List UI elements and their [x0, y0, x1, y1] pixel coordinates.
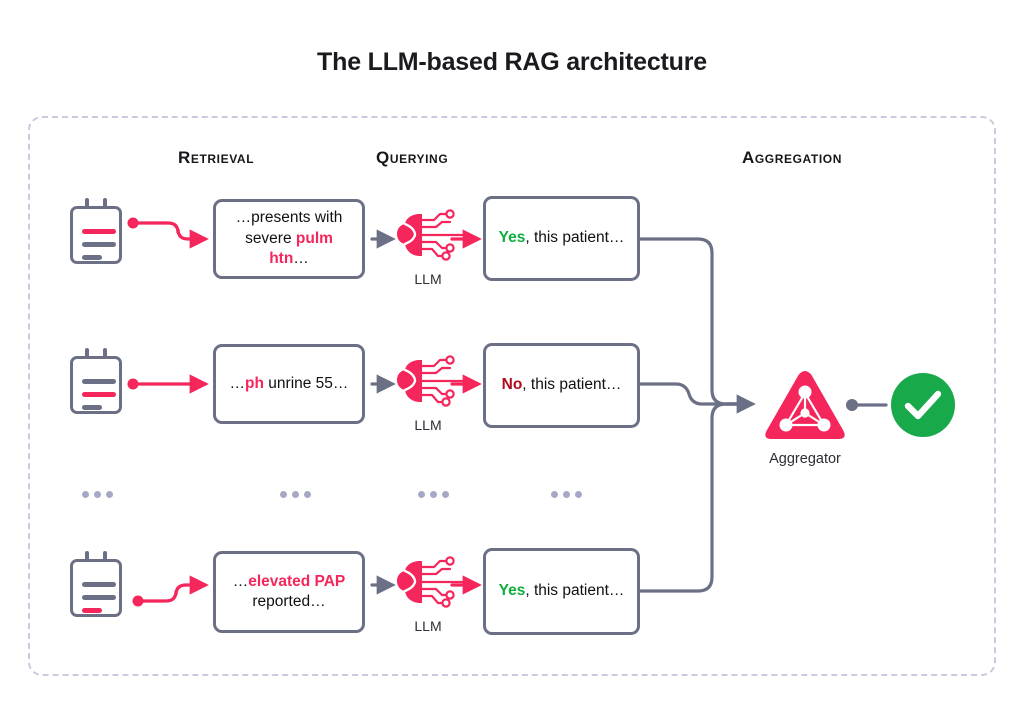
llm-node-2: LLM	[390, 352, 466, 433]
chunk-text-suffix: unrine 55…	[263, 374, 349, 392]
ellipsis-llms	[418, 491, 449, 498]
retrieved-chunk-1: …presents with severe pulm htn…	[213, 199, 365, 279]
clipboard-ring-icon	[103, 348, 107, 360]
clipboard-ring-icon	[85, 198, 89, 210]
ellipsis-chunks	[280, 491, 311, 498]
dot	[563, 491, 570, 498]
chunk-text-highlight: ph	[245, 374, 264, 392]
clipboard-ring-icon	[103, 551, 107, 563]
clipboard-body	[70, 356, 122, 414]
llm-label: LLM	[414, 618, 442, 634]
result-node	[890, 372, 956, 438]
green-check-circle-icon	[891, 373, 955, 437]
retrieved-chunk-3: …elevated PAP reported…	[213, 551, 365, 633]
llm-node-3: LLM	[390, 553, 466, 634]
clipboard-line	[82, 379, 116, 384]
clipboard-icon	[70, 348, 122, 414]
stage-header-aggregation: Aggregation	[742, 148, 842, 167]
dot	[94, 491, 101, 498]
clipboard-line	[82, 242, 116, 247]
llm-label: LLM	[414, 417, 442, 433]
ellipsis-sources	[82, 491, 113, 498]
clipboard-body	[70, 206, 122, 264]
diagram-frame	[28, 116, 996, 676]
chunk-text-prefix: …	[232, 572, 249, 590]
clipboard-line-highlighted	[82, 608, 102, 613]
clipboard-icon	[70, 551, 122, 617]
chunk-text-suffix: reported…	[252, 593, 326, 610]
chunk-text-prefix: …	[229, 374, 246, 392]
dot	[304, 491, 311, 498]
dot	[418, 491, 425, 498]
chunk-text-highlight: pulm htn	[269, 229, 333, 268]
answer-verdict: No	[501, 376, 523, 394]
chunk-text-prefix: …presents with severe	[235, 209, 343, 247]
clipboard-line-highlighted	[82, 392, 116, 397]
llm-node-1: LLM	[390, 206, 466, 287]
triangle-network-icon	[765, 371, 845, 439]
answer-rest: , this patient…	[525, 229, 625, 247]
dot	[292, 491, 299, 498]
answer-box-3: Yes, this patient…	[483, 548, 640, 635]
retrieved-chunk-2: …ph unrine 55…	[213, 344, 365, 424]
answer-box-2: No, this patient…	[483, 343, 640, 428]
stage-header-querying: Querying	[376, 148, 449, 167]
clipboard-ring-icon	[103, 198, 107, 210]
clipboard-ring-icon	[85, 348, 89, 360]
clipboard-body	[70, 559, 122, 617]
dot	[551, 491, 558, 498]
stage-header-retrieval: Retrieval	[178, 148, 255, 167]
aggregator-label: Aggregator	[769, 451, 841, 467]
clipboard-line	[82, 595, 116, 600]
dot	[280, 491, 287, 498]
dot	[106, 491, 113, 498]
answer-rest: , this patient…	[522, 376, 622, 394]
ellipsis-answers	[551, 491, 582, 498]
brain-circuit-icon	[397, 556, 466, 608]
brain-circuit-icon	[397, 355, 466, 407]
dot	[575, 491, 582, 498]
clipboard-line	[82, 405, 102, 410]
chunk-text-suffix: …	[293, 250, 309, 268]
llm-label: LLM	[414, 271, 442, 287]
dot	[442, 491, 449, 498]
clipboard-line	[82, 255, 102, 260]
page-title: The LLM-based RAG architecture	[317, 48, 707, 76]
dot	[430, 491, 437, 498]
answer-verdict: Yes	[498, 582, 526, 600]
brain-circuit-icon	[397, 209, 466, 261]
chunk-text-highlight: elevated PAP	[248, 572, 346, 590]
aggregator-node: Aggregator	[760, 368, 850, 467]
answer-rest: , this patient…	[525, 582, 625, 600]
answer-verdict: Yes	[498, 229, 526, 247]
clipboard-line-highlighted	[82, 229, 116, 234]
clipboard-icon	[70, 198, 122, 264]
clipboard-line	[82, 582, 116, 587]
clipboard-ring-icon	[85, 551, 89, 563]
dot	[82, 491, 89, 498]
answer-box-1: Yes, this patient…	[483, 196, 640, 281]
